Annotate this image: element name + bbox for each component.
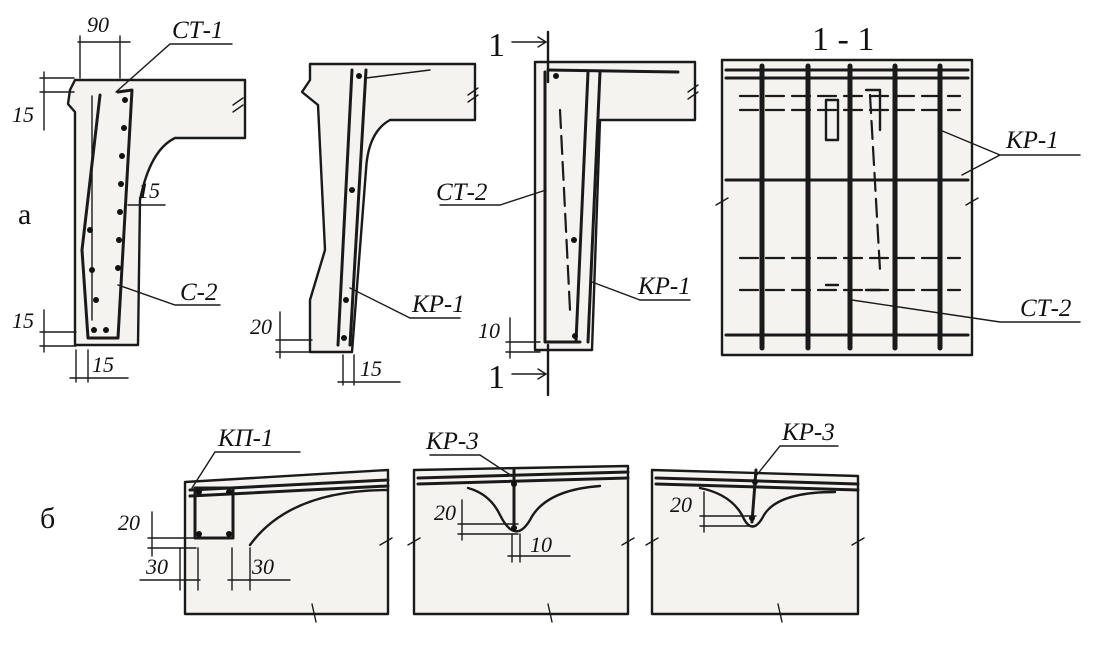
dim-20-b2: 20 (434, 500, 456, 525)
break-marks-b1 (311, 537, 393, 623)
dim-line-20-b2 (457, 499, 519, 541)
break-marks-1-1 (715, 197, 979, 206)
slab-section-b1-outline (183, 468, 390, 616)
dim-15-under: 15 (92, 352, 114, 377)
bar-kr1-a2-left (336, 68, 354, 347)
dim-90: 90 (87, 12, 109, 37)
dim-15-a2: 15 (360, 356, 382, 381)
dim-line-10-b2 (507, 533, 571, 563)
section-b1: КП-1 20 30 30 (118, 425, 393, 623)
vertical-stirrups (759, 63, 943, 351)
leader-st2-a3 (439, 189, 547, 206)
dim-20-b3: 20 (670, 492, 692, 517)
leader-kr1-a2 (349, 287, 461, 319)
dim-line-15-bottom (39, 309, 77, 353)
bar-dots-a1 (87, 97, 128, 333)
dim-30-left: 30 (145, 554, 168, 579)
bar-kr1-a2-right (348, 68, 368, 347)
dim-line-15-under (69, 349, 129, 383)
dim-line-10-a3 (505, 317, 541, 359)
dim-20-b1: 20 (118, 510, 140, 535)
label-kr3-b2: КР-3 (425, 428, 479, 455)
label-kr1-a2: КР-1 (411, 291, 465, 318)
bar-top-a2 (365, 69, 431, 79)
stirrup-st2-a3-top (546, 68, 680, 74)
leader-st2-1-1 (851, 299, 1081, 323)
dashed-bar-a3 (558, 108, 572, 312)
bar-c2 (80, 88, 134, 340)
label-st1: СТ-1 (172, 17, 223, 44)
slab-section-b2-outline (412, 464, 630, 616)
leader-kp1 (191, 451, 301, 489)
leader-kr1-a3 (591, 281, 691, 301)
dim-30-right: 30 (251, 554, 274, 579)
top-longitudinal-bars (724, 68, 970, 80)
bar-kr1-a3-1 (574, 70, 590, 344)
dim-line-30-left (139, 547, 201, 591)
bar-kr3-b3 (750, 468, 758, 524)
dim-10-b2: 10 (530, 532, 552, 557)
beam-section-a3-outline (533, 60, 697, 352)
part-a-label: а (18, 198, 31, 231)
section-a3: 1 1 СТ-2 КР-1 10 (436, 27, 699, 397)
dim-line-90 (77, 35, 131, 79)
stirrup-st2-a3-left (543, 70, 582, 344)
section-a2: КР-1 20 15 (250, 62, 479, 386)
section-mark-bottom: 1 (488, 359, 505, 396)
label-kr1-a3: КР-1 (637, 273, 691, 300)
section-a1: 90 СТ-1 15 15 С-2 15 15 (12, 12, 247, 383)
rib-profile-b2 (466, 484, 602, 533)
label-c2: С-2 (180, 279, 218, 306)
dashed-bent-bar (868, 93, 882, 272)
rib-profile-b1 (248, 488, 390, 547)
leader-st1 (115, 43, 233, 93)
cage-kp1 (193, 486, 235, 540)
bar-kr1-a3-2 (586, 70, 602, 344)
label-kp1: КП-1 (217, 425, 273, 452)
dim-15-top: 15 (12, 102, 34, 127)
beam-section-a1-outline (66, 78, 247, 347)
leader-kr3-b3 (755, 445, 839, 477)
break-marks-b2 (407, 537, 635, 623)
dim-10-a3: 10 (478, 318, 500, 343)
break-mark-a3 (687, 84, 699, 100)
break-marks-b3 (645, 537, 865, 623)
label-kr1-1-1: КР-1 (1005, 127, 1059, 154)
part-b-label: б (40, 502, 55, 535)
dim-15-side: 15 (138, 178, 160, 203)
section-arrow-bottom (511, 368, 548, 380)
break-mark-a1 (232, 97, 244, 113)
dim-line-20-b1 (147, 511, 197, 557)
section-1-1: 1 - 1 КР-1 СТ-2 (715, 21, 1081, 357)
slab-top-bars-b2 (416, 470, 630, 486)
dim-line-15-top (39, 71, 75, 131)
label-kr3-b3: КР-3 (781, 419, 835, 446)
section-mark-top: 1 (488, 27, 505, 64)
leader-kr3-b2 (429, 454, 513, 477)
dim-line-15-a2 (337, 354, 401, 386)
dim-15-bottom: 15 (12, 308, 34, 333)
label-st2-a3: СТ-2 (436, 179, 487, 206)
section-arrow-top (511, 36, 548, 48)
beam-section-a2-outline (300, 62, 477, 354)
dim-20-a2: 20 (250, 314, 272, 339)
bent-bar-right (864, 88, 882, 292)
section-1-1-title: 1 - 1 (812, 21, 874, 58)
section-b2: КР-3 20 10 (407, 428, 635, 623)
label-st2-1-1: СТ-2 (1020, 295, 1071, 322)
break-mark-a2 (467, 87, 479, 103)
dim-line-20-b3 (699, 491, 757, 533)
leader-kr1-1-1 (939, 129, 1081, 176)
section-b3: КР-3 20 (645, 419, 865, 623)
dim-line-20-a2 (275, 311, 313, 359)
bent-bar-left (824, 98, 840, 287)
dim-line-30-right (227, 547, 291, 591)
leader-c2 (117, 284, 221, 306)
